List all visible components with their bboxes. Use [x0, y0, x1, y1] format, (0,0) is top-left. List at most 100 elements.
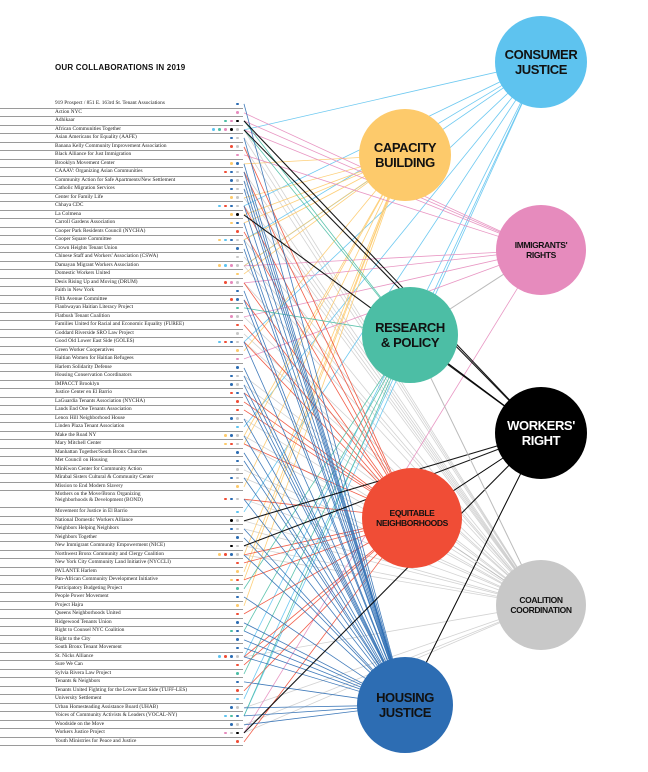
organization-row: Catholic Migration Services [0, 185, 243, 194]
connection-line [243, 341, 406, 706]
link-dots [236, 534, 239, 542]
organization-row: Fifth Avenue Committee [0, 296, 243, 304]
link-dot-Y [236, 570, 239, 573]
link-dot-B [236, 638, 239, 641]
organization-name: Harlem Solidarity Defense [55, 363, 112, 370]
link-dot-B [230, 383, 233, 386]
link-dot-C [236, 425, 239, 429]
link-dot-R [236, 323, 239, 327]
organization-name: University Settlement [55, 695, 102, 701]
organization-name: Catholic Migration Services [55, 185, 115, 191]
link-dot-K [236, 731, 239, 735]
link-dot-B [230, 497, 233, 501]
organization-name: Flanbwayan Haitian Literacy Project [55, 304, 134, 310]
link-dot-R [224, 497, 227, 501]
connection-line [243, 61, 542, 428]
link-dot-T [224, 119, 227, 123]
connection-line [243, 239, 406, 706]
link-dot-G [236, 204, 239, 208]
organization-row: Right to Counsel NYC Coalition [0, 627, 243, 636]
connection-line [243, 248, 406, 706]
link-dot-G [236, 519, 239, 522]
connection-line [243, 249, 542, 267]
link-dots [236, 602, 239, 610]
link-dots [236, 670, 239, 678]
link-dots [236, 678, 239, 686]
organization-row: Met Council on Housing [0, 457, 243, 466]
link-dot-G [236, 468, 239, 471]
connection-line [243, 418, 406, 706]
organization-row: Urban Homesteading Assistance Board (UHA… [0, 704, 243, 712]
connection-line [243, 61, 542, 343]
link-dots [230, 313, 239, 321]
link-dots [236, 330, 239, 338]
organization-row: Cooper Square Committee [0, 236, 243, 245]
organization-name: Woodside on the Move [55, 720, 105, 727]
link-dots [236, 109, 239, 117]
link-dot-K [236, 119, 239, 123]
link-dot-P [224, 128, 227, 131]
circle-label: HOUSING JUSTICE [376, 690, 434, 720]
organization-row: St. Nicks Alliance [0, 653, 243, 661]
link-dot-P [230, 315, 233, 318]
link-dot-K [230, 128, 233, 131]
organization-name: Sylvia Rivera Law Project [55, 669, 112, 676]
link-dot-B [236, 595, 239, 599]
link-dot-B [236, 629, 239, 633]
link-dot-C [224, 238, 227, 242]
link-dot-B [230, 553, 233, 556]
organization-row: Make the Road NY [0, 432, 243, 440]
link-dot-Y [230, 578, 233, 582]
connection-line [243, 154, 406, 607]
organization-row: Black Alliance for Just Immigration [0, 151, 243, 160]
organization-name: Action NYC [55, 108, 82, 115]
link-dot-G [236, 264, 239, 267]
organization-row: Mirabal Sisters Cultural & Community Cen… [0, 474, 243, 483]
link-dots [230, 517, 239, 525]
link-dot-B [236, 366, 239, 369]
link-dot-B [230, 204, 233, 208]
link-dots [224, 117, 239, 125]
organization-name: CAAAV: Organizing Asian Communities [55, 168, 143, 174]
organization-name: Housing Conservation Coordinators [55, 372, 132, 378]
organization-row: Movement for Justice in El Barrio [0, 508, 243, 517]
link-dot-G [236, 128, 239, 131]
link-dot-B [230, 527, 233, 531]
link-dot-G [236, 145, 239, 148]
link-dot-B [230, 340, 233, 344]
organization-name: Linden Plaza Tenant Association [55, 423, 125, 429]
organization-row: Housing Conservation Coordinators [0, 372, 243, 381]
organization-row: Harlem Solidarity Defense [0, 363, 243, 372]
organization-row: Linden Plaza Tenant Association [0, 423, 243, 432]
connection-line [404, 432, 542, 706]
connection-line [243, 256, 542, 606]
circle-research-policy: RESEARCH & POLICY [362, 287, 458, 383]
organization-row: Mothers on the Move/Bronx Organizing Nei… [0, 491, 243, 508]
organization-row: Ridgewood Tenants Union [0, 619, 243, 627]
link-dot-G [236, 723, 239, 726]
link-dots [236, 423, 239, 431]
organization-name: LaGuardia Tenants Association (NYCHA) [55, 397, 146, 404]
link-dots [230, 296, 239, 304]
connection-line [243, 120, 542, 434]
link-dots [236, 270, 239, 278]
link-dots [236, 466, 239, 474]
organization-row: Neighbors Together [0, 534, 243, 542]
organization-name: Goddard Riverside SRO Law Project [55, 329, 134, 336]
link-dots [236, 619, 239, 627]
link-dots [236, 559, 239, 567]
link-dot-R [230, 298, 233, 301]
organization-row: CAAAV: Organizing Asian Communities [0, 168, 243, 177]
organization-row: Mary Mitchell Center [0, 440, 243, 449]
connection-line [243, 545, 542, 606]
organization-row: Flatbush Tenant Coalition [0, 313, 243, 321]
organization-name: Haitian Women for Haitian Refugees [55, 355, 134, 361]
organization-name: Domestic Workers United [55, 270, 111, 276]
link-dots [230, 627, 239, 635]
organization-row: Manhattan Together/South Bronx Churches [0, 449, 243, 457]
organization-name: Mirabal Sisters Cultural & Community Cen… [55, 474, 154, 480]
organization-row: University Settlement [0, 695, 243, 704]
connection-line [243, 392, 406, 706]
connection-line [243, 61, 542, 513]
link-dots [236, 287, 239, 295]
